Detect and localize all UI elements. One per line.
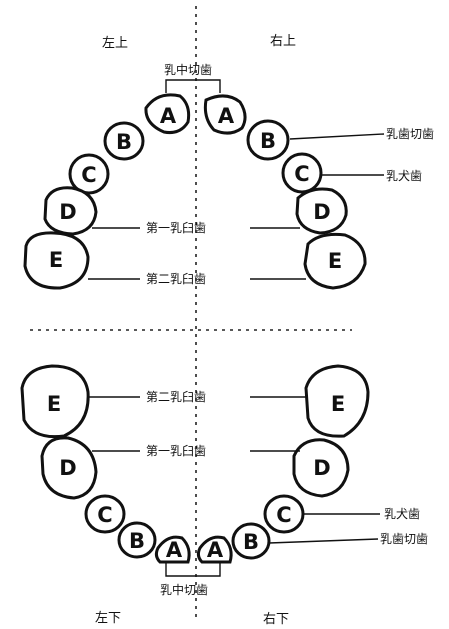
letter-upper-left-e: E <box>49 248 63 272</box>
letter-upper-left-a: A <box>160 104 177 128</box>
letter-upper-right-b: B <box>260 129 276 153</box>
lower-arch: E D C B A A B C D E 乳中切歯 第二乳臼歯 第一乳臼歯 <box>20 364 428 597</box>
letter-upper-left-b: B <box>116 130 132 154</box>
letter-lower-left-e: E <box>47 392 61 416</box>
leader-lower-lateral-incisor <box>268 538 379 544</box>
tooth-upper-left-b <box>103 121 145 161</box>
tooth-upper-right-d <box>295 187 348 235</box>
tooth-lower-right-a <box>196 535 233 564</box>
label-lower-second-molar: 第二乳臼歯 <box>146 389 206 404</box>
label-upper-second-molar: 第二乳臼歯 <box>146 271 206 286</box>
label-lower-lateral-incisor: 乳歯切歯 <box>380 532 428 546</box>
tooth-upper-right-a <box>203 94 247 135</box>
upper-arch: 乳中切歯 A B C D E A B C D E 乳歯切歯 乳犬歯 <box>23 62 434 290</box>
tooth-upper-left-e <box>23 231 90 290</box>
quadrant-label-lower-right: 右下 <box>263 612 289 627</box>
letter-upper-left-c: C <box>81 163 96 187</box>
tooth-lower-left-a <box>154 535 191 564</box>
bracket-upper-central-incisor <box>165 79 221 93</box>
letter-lower-right-b: B <box>243 530 259 554</box>
label-upper-central-incisor: 乳中切歯 <box>164 62 212 77</box>
quadrant-label-lower-left: 左下 <box>95 611 121 626</box>
bracket-lower-central-incisor <box>165 563 221 577</box>
tooth-upper-right-c <box>281 152 323 194</box>
tooth-upper-right-e <box>303 232 367 290</box>
letter-lower-right-a: A <box>207 538 224 562</box>
letter-lower-left-b: B <box>129 529 145 553</box>
tooth-upper-left-a <box>144 93 191 134</box>
label-lower-canine: 乳犬歯 <box>384 507 420 521</box>
label-lower-first-molar: 第一乳臼歯 <box>146 443 206 458</box>
label-upper-first-molar: 第一乳臼歯 <box>146 220 206 235</box>
tooth-upper-left-c <box>68 153 110 195</box>
letter-lower-right-e: E <box>331 392 345 416</box>
letter-upper-left-d: D <box>59 200 76 224</box>
tooth-upper-left-d <box>43 186 98 236</box>
letter-lower-left-a: A <box>166 538 183 562</box>
letter-upper-right-c: C <box>294 162 309 186</box>
quadrant-label-upper-right: 右上 <box>270 34 296 49</box>
letter-lower-left-c: C <box>97 503 112 527</box>
letter-upper-right-d: D <box>313 200 330 224</box>
tooth-lower-left-c <box>84 494 126 534</box>
letter-lower-right-c: C <box>276 503 291 527</box>
label-upper-lateral-incisor: 乳歯切歯 <box>386 127 434 141</box>
tooth-lower-right-b <box>231 522 271 560</box>
leader-upper-lateral-incisor <box>289 133 385 140</box>
tooth-lower-left-b <box>117 521 157 559</box>
tooth-lower-right-d <box>292 438 350 498</box>
letter-lower-right-d: D <box>313 456 330 480</box>
label-upper-canine: 乳犬歯 <box>386 169 422 183</box>
tooth-lower-right-e <box>304 364 370 438</box>
tooth-lower-left-e <box>20 364 90 439</box>
tooth-lower-left-d <box>40 436 98 500</box>
label-lower-central-incisor: 乳中切歯 <box>160 582 208 597</box>
tooth-upper-right-b <box>246 119 290 161</box>
letter-lower-left-d: D <box>59 456 76 480</box>
letter-upper-right-a: A <box>218 104 235 128</box>
quadrant-label-upper-left: 左上 <box>102 36 128 51</box>
letter-upper-right-e: E <box>328 249 342 273</box>
